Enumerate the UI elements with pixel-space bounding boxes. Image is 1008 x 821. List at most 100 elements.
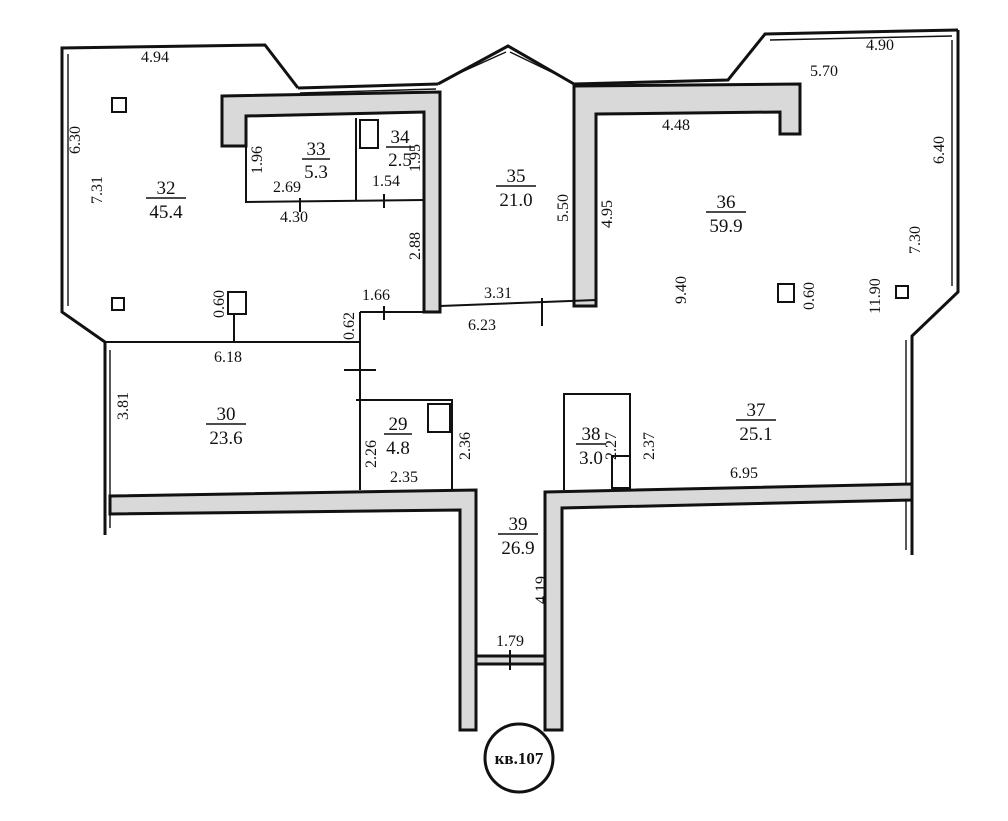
dimension: 6.95	[730, 465, 758, 482]
room-33-label: 33 5.3	[302, 139, 330, 183]
dimension: 4.94	[141, 49, 169, 66]
dimension: 4.48	[662, 117, 690, 134]
dimension: 6.23	[468, 317, 496, 334]
room-area: 26.9	[501, 538, 534, 559]
dimension: 1.54	[372, 173, 400, 190]
room-34-label: 34 2.5	[386, 127, 414, 171]
wall-room-36-top	[572, 82, 802, 308]
vent-marker	[895, 285, 909, 299]
dimension: 5.70	[810, 63, 838, 80]
room-38-label: 38 3.0	[576, 424, 606, 469]
dimension: 0.60	[801, 282, 818, 310]
room-32-label: 32 45.4	[146, 178, 186, 223]
fixture-shaft-29	[427, 403, 451, 433]
room-number: 39	[509, 514, 528, 535]
partition-room-33	[245, 146, 425, 204]
room-number: 30	[217, 404, 236, 425]
room-37-label: 37 25.1	[736, 400, 776, 445]
room-39-label: 39 26.9	[498, 514, 538, 559]
dimension: 1.79	[496, 633, 524, 650]
apartment-badge: кв.107	[483, 722, 555, 794]
wall-lower-left	[108, 488, 478, 732]
room-area: 2.5	[388, 150, 412, 171]
dimension: 0.62	[341, 312, 358, 340]
window-bay-right	[509, 51, 569, 81]
wall-bathroom-block	[220, 90, 442, 314]
room-area: 59.9	[709, 216, 742, 237]
apartment-number: кв.107	[495, 749, 544, 768]
exterior-walls	[60, 28, 960, 555]
dimension: 11.90	[867, 278, 884, 313]
room-number: 37	[747, 400, 766, 421]
room-number: 34	[391, 127, 411, 148]
dimension: 2.26	[363, 440, 380, 468]
apartment-badge-circle	[483, 722, 555, 794]
room-area: 45.4	[149, 202, 183, 223]
dimension: 4.19	[533, 576, 550, 604]
room-30-label: 30 23.6	[206, 404, 246, 449]
vent-marker	[111, 97, 127, 113]
room-36-label: 36 59.9	[706, 192, 746, 237]
dimension: 2.37	[641, 432, 658, 460]
dimension: 2.35	[390, 469, 418, 486]
room-area: 3.0	[579, 448, 603, 469]
dimension-labels: 4.94 6.30 7.31 1.96 2.69 4.30 1.54 1.95 …	[67, 37, 948, 650]
room-labels: 32 45.4 33 5.3 34 2.5 35 21.0 36 59.9 30…	[146, 127, 776, 559]
dimension: 2.36	[457, 432, 474, 460]
dimension: 4.95	[599, 200, 616, 228]
dimension: 9.40	[673, 276, 690, 304]
dimension: 1.95	[407, 144, 424, 172]
exterior-wall-bay	[437, 44, 575, 86]
dimension: 6.30	[67, 126, 84, 154]
partition-35-hall	[439, 299, 597, 307]
dimension: 4.30	[280, 209, 308, 226]
dimension: 0.60	[211, 290, 228, 318]
room-number: 29	[389, 414, 408, 435]
dimension: 5.50	[555, 194, 572, 222]
room-area: 23.6	[209, 428, 242, 449]
vent-markers	[111, 97, 909, 311]
vent-marker	[111, 297, 125, 311]
window-top-left	[299, 88, 437, 94]
partitions	[105, 118, 631, 490]
room-35-label: 35 21.0	[496, 166, 536, 211]
dimension: 6.18	[214, 349, 242, 366]
room-area: 21.0	[499, 190, 532, 211]
fixture-column	[227, 291, 247, 315]
room-area: 25.1	[739, 424, 772, 445]
interior-walls	[108, 82, 914, 732]
exterior-wall-left-wing	[60, 43, 300, 535]
dimension: 7.30	[907, 226, 924, 254]
dimension: 2.88	[407, 232, 424, 260]
exterior-wall-top-left	[297, 82, 439, 90]
fixture-shaft-34	[359, 119, 379, 149]
dimension: 2.69	[273, 179, 301, 196]
wall-lower-right	[543, 482, 914, 732]
room-area: 5.3	[304, 162, 328, 183]
partition-room-38	[563, 393, 631, 490]
vent-marker	[777, 283, 795, 303]
room-number: 35	[507, 166, 526, 187]
dimension: 1.66	[362, 287, 390, 304]
fixture-shaft-38	[611, 455, 631, 489]
exterior-wall-right	[910, 30, 960, 555]
dimension: 1.96	[249, 146, 266, 174]
room-number: 36	[717, 192, 736, 213]
partition-room-29	[360, 399, 453, 490]
door-ticks	[299, 194, 543, 670]
room-number: 32	[157, 178, 176, 199]
window-bay-left	[443, 51, 507, 81]
exterior-wall-top-right	[573, 28, 959, 86]
room-area: 4.8	[386, 438, 410, 459]
dimension: 2.27	[603, 432, 620, 460]
dimension: 6.40	[931, 136, 948, 164]
room-number: 38	[582, 424, 601, 445]
window-right-top	[769, 35, 953, 41]
dimension: 4.90	[866, 37, 894, 54]
dimension: 3.31	[484, 285, 512, 302]
dimension: 3.81	[115, 392, 132, 420]
dimension: 7.31	[89, 176, 106, 204]
room-29-label: 29 4.8	[384, 414, 412, 459]
